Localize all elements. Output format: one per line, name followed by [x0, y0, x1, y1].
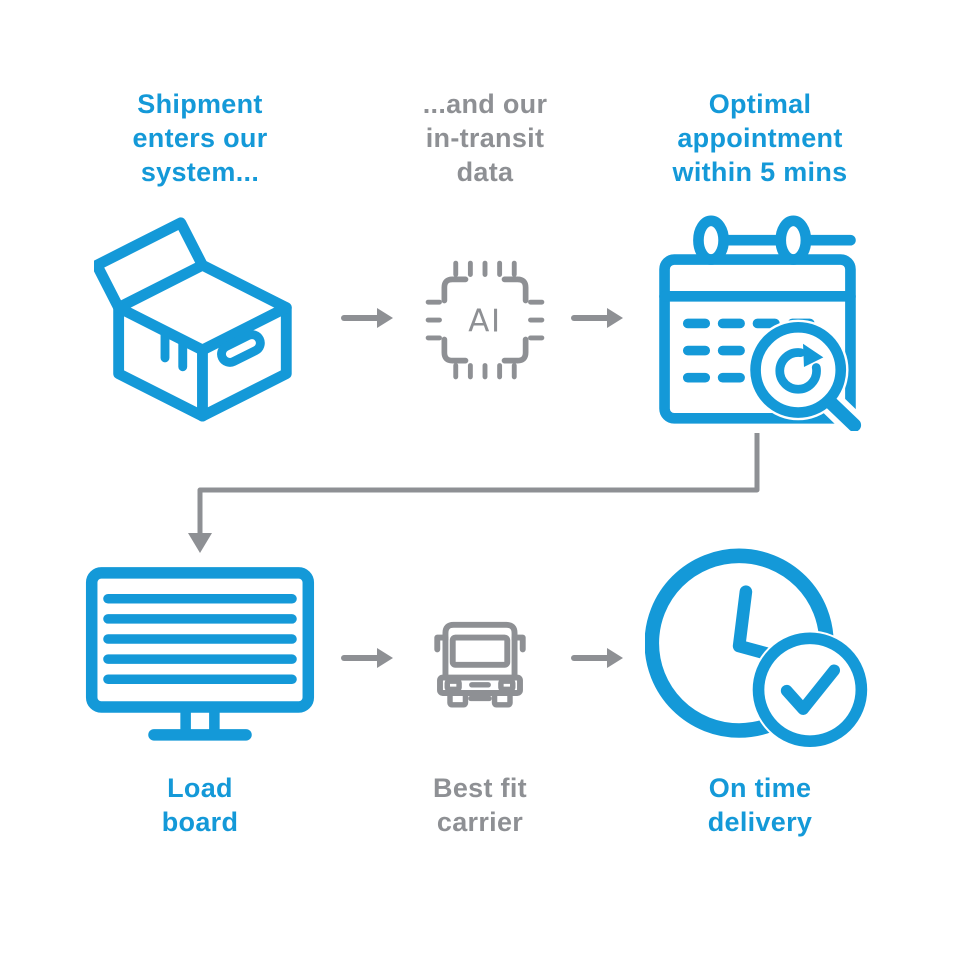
label-in-transit-data: ...and our in-transit data: [370, 88, 600, 189]
label-optimal-appointment: Optimal appointment within 5 mins: [635, 88, 885, 189]
calendar-search-icon: [659, 215, 864, 431]
label-line: data: [456, 156, 514, 187]
connector-elbow-arrow: [188, 433, 760, 553]
package-box-icon: [94, 217, 292, 422]
label-line: Best fit: [433, 773, 527, 803]
on-time-clock-check-icon: [645, 548, 870, 749]
label-on-time-delivery: On time delivery: [650, 772, 870, 840]
carrier-truck-icon: [434, 621, 526, 708]
chip-label-text: AI: [468, 303, 501, 339]
load-board-monitor-icon: [85, 567, 315, 741]
label-line: within 5 mins: [672, 156, 848, 187]
label-line: delivery: [707, 806, 813, 837]
flow-arrow-icon: [571, 308, 623, 328]
flow-arrow-icon: [341, 648, 393, 668]
flow-arrow-icon: [341, 308, 393, 328]
label-line: enters our: [132, 122, 268, 153]
label-line: system...: [140, 156, 260, 187]
label-line: board: [161, 806, 239, 837]
label-line: Optimal: [708, 89, 812, 119]
label-load-board: Load board: [100, 772, 300, 840]
label-line: Load: [167, 773, 233, 803]
label-best-fit-carrier: Best fit carrier: [380, 772, 580, 840]
label-shipment-enters-system: Shipment enters our system...: [75, 88, 325, 189]
label-line: carrier: [436, 806, 524, 837]
label-line: On time: [708, 773, 812, 803]
label-line: ...and our: [422, 89, 548, 119]
label-line: Shipment: [137, 89, 263, 119]
label-line: appointment: [677, 122, 843, 153]
ai-chip-icon: AI: [425, 260, 545, 380]
label-line: in-transit: [425, 122, 545, 153]
flow-arrow-icon: [571, 648, 623, 668]
